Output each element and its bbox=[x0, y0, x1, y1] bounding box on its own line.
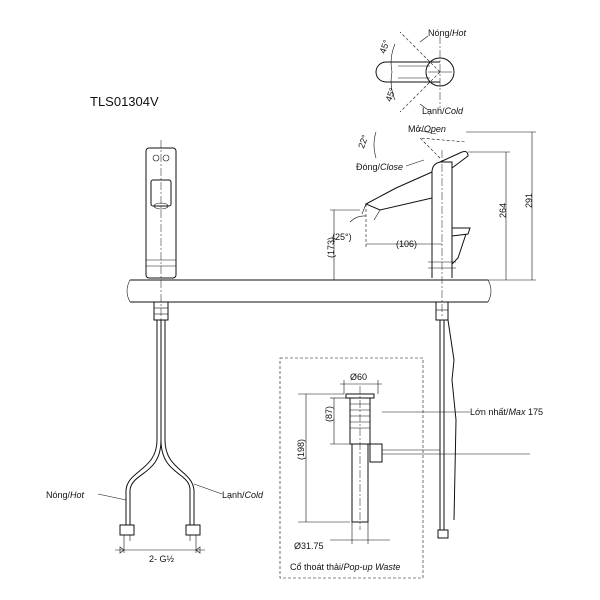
svg-text:22°: 22° bbox=[356, 133, 370, 150]
svg-text:(173): (173) bbox=[326, 237, 336, 258]
svg-text:264: 264 bbox=[498, 203, 508, 218]
waste-tail-diameter: Ø31.75 bbox=[294, 522, 390, 551]
height-dimensions: 264 291 bbox=[466, 131, 536, 281]
svg-text:(25°): (25°) bbox=[332, 232, 352, 242]
spout-reach-dimension: (106) bbox=[366, 239, 442, 249]
supply-hot-label: Nóng/Hot bbox=[46, 490, 127, 501]
open-close-labels: Mở/Open Đóng/Close 22° bbox=[356, 124, 446, 172]
popup-waste-drawing bbox=[345, 386, 530, 530]
waste-caption: Cổ thoát thải/Pop-up Waste bbox=[290, 562, 400, 572]
svg-text:Ø31.75: Ø31.75 bbox=[294, 541, 324, 551]
waste-height-upper: (87) bbox=[324, 397, 350, 445]
popup-waste-box bbox=[279, 357, 424, 579]
waste-max-label: Lớn nhất/Max 175 bbox=[382, 407, 543, 417]
side-view-faucet bbox=[361, 137, 471, 539]
svg-text:Lạnh/Cold: Lạnh/Cold bbox=[222, 490, 264, 500]
front-view-faucet bbox=[119, 140, 201, 541]
svg-text:Cổ thoát thải/Pop-up Waste: Cổ thoát thải/Pop-up Waste bbox=[290, 562, 400, 572]
svg-text:Ø60: Ø60 bbox=[350, 372, 367, 382]
waste-top-diameter: Ø60 bbox=[340, 372, 382, 394]
svg-text:2- G½: 2- G½ bbox=[149, 554, 175, 564]
svg-text:45°: 45° bbox=[384, 86, 398, 103]
svg-text:Nóng/Hot: Nóng/Hot bbox=[428, 28, 467, 38]
supply-cold-label: Lạnh/Cold bbox=[193, 483, 264, 500]
svg-text:Đóng/Close: Đóng/Close bbox=[356, 162, 403, 172]
svg-text:Lạnh/Cold: Lạnh/Cold bbox=[422, 106, 464, 116]
spout-angle-dimension: (25°) bbox=[332, 204, 367, 248]
handle-plan-view: 45° 45° Nóng/Hot Lạnh/Cold bbox=[375, 28, 467, 116]
model-number: TLS01304V bbox=[90, 94, 159, 109]
counter-top bbox=[126, 279, 492, 303]
svg-text:291: 291 bbox=[524, 193, 534, 208]
spout-height-dimension: (173) bbox=[326, 209, 360, 280]
svg-text:(198): (198) bbox=[296, 439, 306, 460]
svg-text:Nóng/Hot: Nóng/Hot bbox=[46, 490, 85, 500]
svg-text:45°: 45° bbox=[378, 38, 392, 55]
connection-dimension: 2- G½ bbox=[115, 541, 205, 564]
svg-text:(87): (87) bbox=[324, 406, 334, 422]
svg-text:Mở/Open: Mở/Open bbox=[408, 124, 446, 134]
svg-text:(106): (106) bbox=[396, 239, 417, 249]
svg-text:Lớn nhất/Max 175: Lớn nhất/Max 175 bbox=[470, 407, 543, 417]
waste-height-total: (198) bbox=[296, 393, 350, 523]
